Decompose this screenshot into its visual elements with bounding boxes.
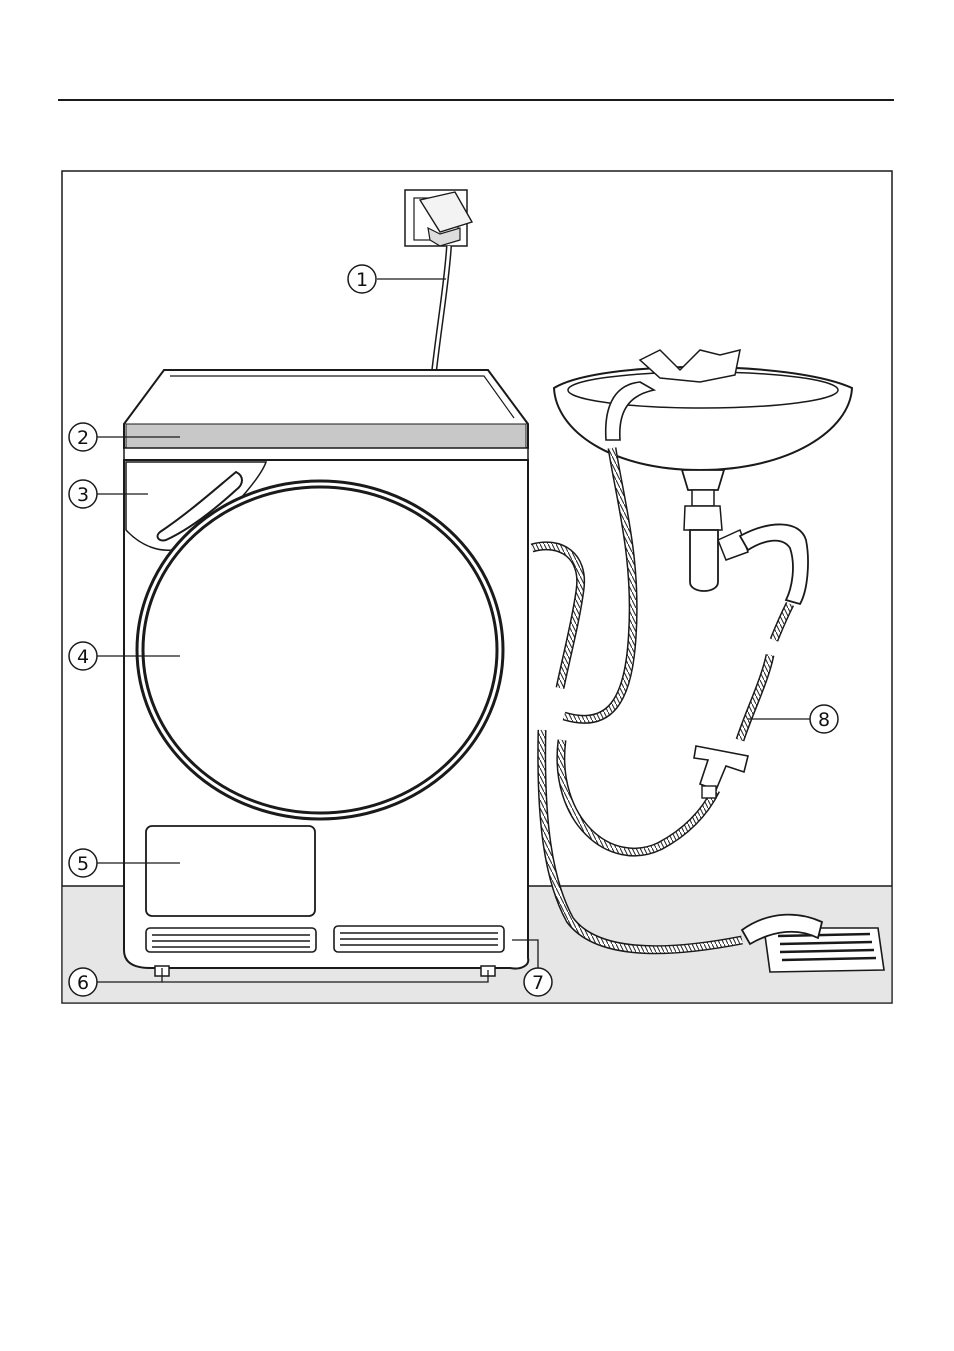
callout-5: 5 <box>69 849 97 877</box>
wall-socket <box>405 190 472 246</box>
callout-7: 7 <box>524 968 552 996</box>
svg-text:4: 4 <box>77 646 89 668</box>
svg-text:1: 1 <box>356 269 368 291</box>
callout-8: 8 <box>810 705 838 733</box>
svg-text:5: 5 <box>77 853 89 875</box>
callout-6: 6 <box>69 968 97 996</box>
callout-1: 1 <box>348 265 376 293</box>
callout-4: 4 <box>69 642 97 670</box>
callout-3: 3 <box>69 480 97 508</box>
heat-exchanger-flap <box>146 826 315 916</box>
svg-text:7: 7 <box>532 972 544 994</box>
air-vent-left <box>146 928 316 952</box>
svg-text:8: 8 <box>818 709 830 731</box>
svg-text:3: 3 <box>77 484 89 506</box>
callout-2: 2 <box>69 423 97 451</box>
air-vent-right <box>334 926 504 952</box>
control-panel-strip <box>126 424 526 448</box>
tumble-dryer <box>124 370 528 976</box>
dryer-door <box>140 484 500 816</box>
svg-text:2: 2 <box>77 427 89 449</box>
svg-text:6: 6 <box>77 972 89 994</box>
